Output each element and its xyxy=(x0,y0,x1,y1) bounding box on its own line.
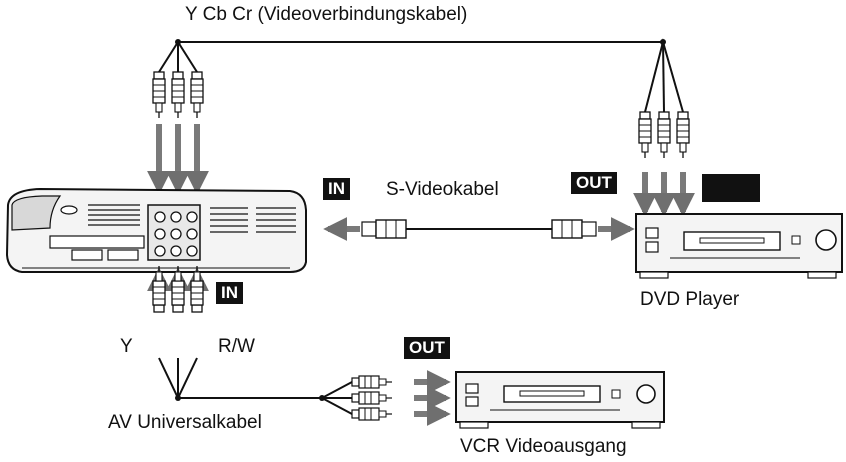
vcr-icon xyxy=(455,371,665,429)
av-plugs-vcr xyxy=(351,375,393,421)
in-tag-top: IN xyxy=(323,178,350,200)
ycbcr-arrows-projector xyxy=(147,124,209,195)
s-video-cable xyxy=(361,219,597,239)
ycbcr-arrows-dvd xyxy=(633,172,695,217)
dvd-player-label: DVD Player xyxy=(640,289,740,310)
in-tag-bottom: IN xyxy=(216,282,243,304)
out-tag-top: OUT xyxy=(571,172,617,194)
av-cable-label: AV Universalkabel xyxy=(108,412,262,433)
av-arrows-vcr xyxy=(414,370,451,426)
av-cable xyxy=(158,357,353,415)
projector-icon xyxy=(5,187,307,273)
ycbcr-plugs-dvd xyxy=(638,111,690,159)
y-label: Y xyxy=(120,336,133,357)
s-video-plug-icon xyxy=(361,219,407,239)
out-tag-bottom: OUT xyxy=(404,337,450,359)
vcr-output-label: VCR Videoausgang xyxy=(460,436,627,457)
black-box xyxy=(702,174,760,202)
dvd-player-icon xyxy=(635,213,843,279)
ycbcr-cable xyxy=(158,38,684,113)
s-video-cable-label: S-Videokabel xyxy=(386,179,499,200)
ycbcr-plugs-projector xyxy=(152,71,204,119)
rw-label: R/W xyxy=(218,336,255,357)
av-plugs-projector xyxy=(152,265,204,313)
ycbcr-cable-label: Y Cb Cr (Videoverbindungskabel) xyxy=(185,4,468,25)
